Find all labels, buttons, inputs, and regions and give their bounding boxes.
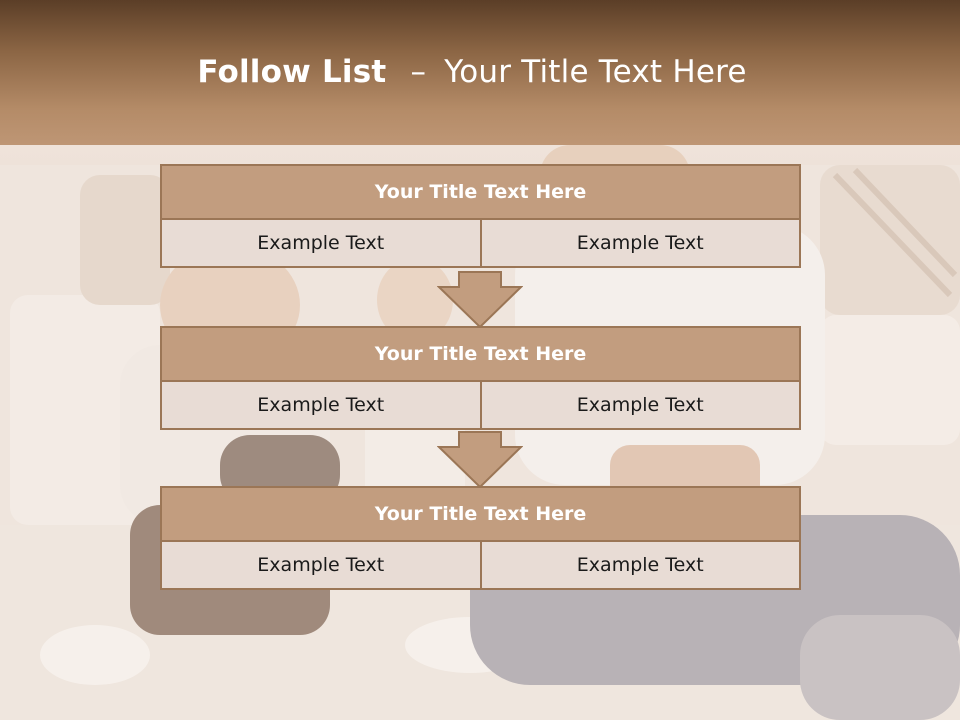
block-cell-right: Example Text bbox=[479, 380, 801, 430]
block-row: Example Text Example Text bbox=[160, 218, 801, 268]
follow-block-2: Your Title Text Here Example Text Exampl… bbox=[160, 326, 801, 430]
block-title: Your Title Text Here bbox=[160, 164, 801, 220]
block-cell-left: Example Text bbox=[160, 540, 482, 590]
block-title: Your Title Text Here bbox=[160, 326, 801, 382]
slide-title-bold: Follow List bbox=[197, 54, 387, 90]
block-title: Your Title Text Here bbox=[160, 486, 801, 542]
block-cell-right: Example Text bbox=[479, 218, 801, 268]
down-arrow-icon bbox=[437, 271, 523, 329]
slide-title-dash: – bbox=[410, 54, 427, 90]
slide-title-rest: Your Title Text Here bbox=[444, 54, 747, 90]
slide-title: Follow List – Your Title Text Here bbox=[0, 54, 944, 90]
block-cell-left: Example Text bbox=[160, 380, 482, 430]
follow-block-1: Your Title Text Here Example Text Exampl… bbox=[160, 164, 801, 268]
block-row: Example Text Example Text bbox=[160, 540, 801, 590]
follow-block-3: Your Title Text Here Example Text Exampl… bbox=[160, 486, 801, 590]
block-cell-left: Example Text bbox=[160, 218, 482, 268]
block-cell-right: Example Text bbox=[479, 540, 801, 590]
block-row: Example Text Example Text bbox=[160, 380, 801, 430]
down-arrow-icon bbox=[437, 431, 523, 489]
title-bar: Follow List – Your Title Text Here bbox=[0, 0, 960, 145]
